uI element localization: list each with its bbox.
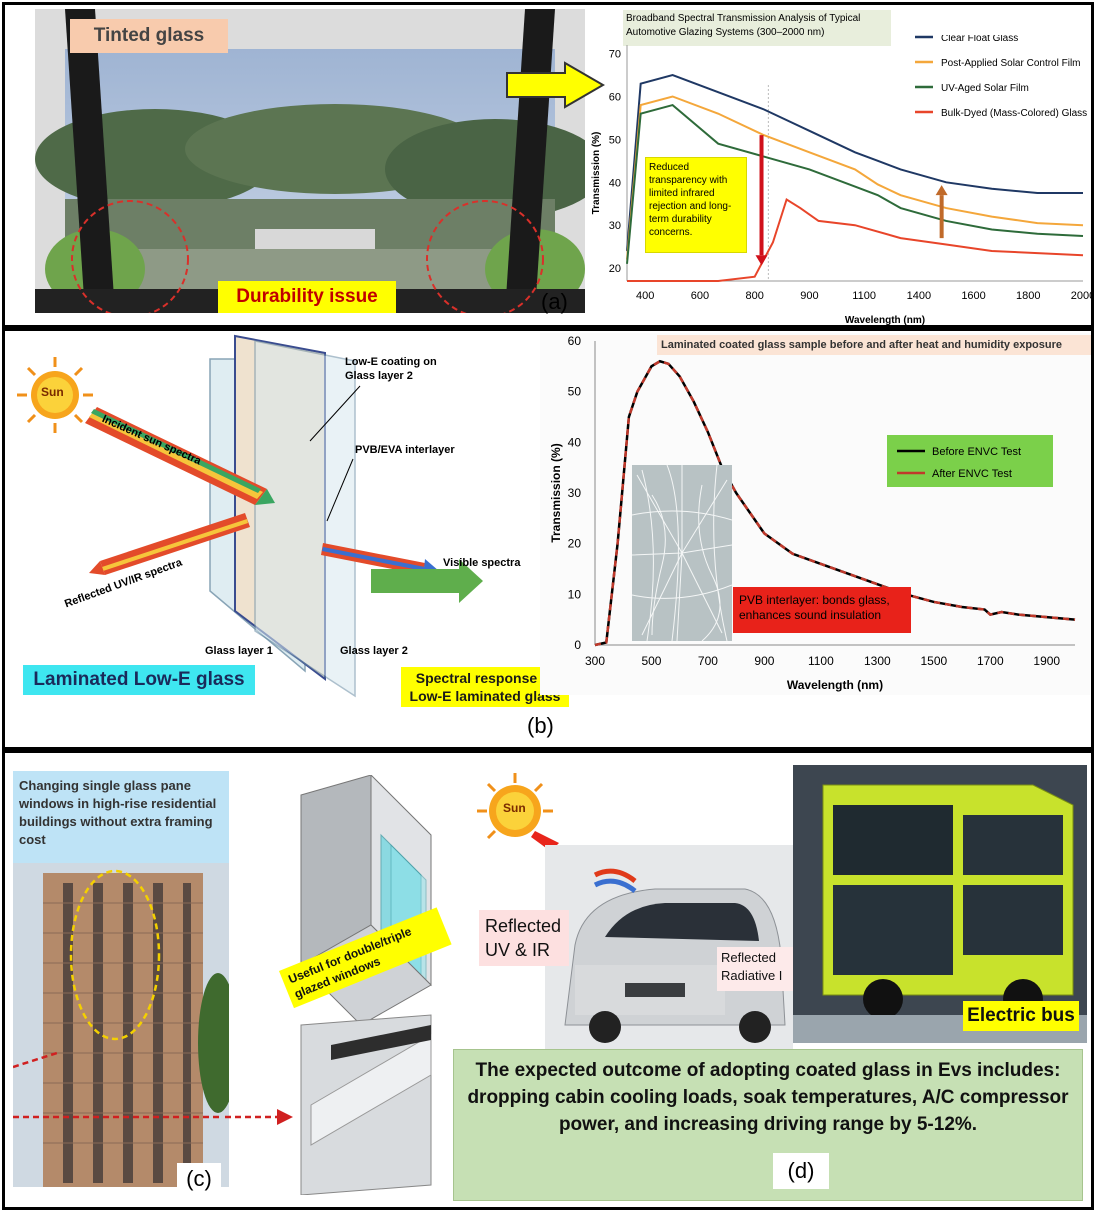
chart-a-y-tick: 50 bbox=[609, 134, 621, 146]
chart-a-orange-arrowhead-icon bbox=[935, 185, 948, 196]
sun-label-d: Sun bbox=[503, 801, 526, 815]
building-note: Changing single glass pane windows in hi… bbox=[13, 771, 229, 863]
chart-b-background bbox=[540, 333, 1090, 695]
chart-b-y-tick: 60 bbox=[568, 334, 582, 348]
chart-b-x-tick: 1900 bbox=[1033, 654, 1060, 668]
panel-d-letter: (d) bbox=[773, 1153, 829, 1189]
red-dashed-arrow-icon bbox=[225, 1109, 293, 1125]
glass-layer-2 bbox=[254, 340, 356, 698]
chart-b-legend-label: After ENVC Test bbox=[932, 468, 1012, 480]
yellow-arrow-icon bbox=[506, 61, 605, 109]
laminated-title: Laminated Low-E glass bbox=[23, 665, 255, 695]
durability-issue-label: Durability issue bbox=[218, 281, 396, 313]
chart-a-legend-label: Clear Float Glass bbox=[941, 35, 1018, 44]
green-arrow-icon bbox=[371, 559, 483, 603]
chart-b-legend-label: Before ENVC Test bbox=[932, 446, 1021, 458]
glass2-label: Glass layer 2 bbox=[340, 645, 408, 657]
panel-b: Sun Incident sun spectra Reflected UV/IR… bbox=[2, 328, 1094, 750]
chart-a-x-label: Wavelength (nm) bbox=[845, 315, 925, 326]
chart-a-y-tick: 70 bbox=[609, 49, 621, 61]
panel-a: Tinted glass Durability issue (a) Broadb… bbox=[2, 2, 1094, 328]
visible-label: Visible spectra bbox=[443, 557, 521, 569]
chart-b-y-tick: 30 bbox=[568, 486, 582, 500]
high-rise-building-photo bbox=[13, 863, 229, 1187]
chart-a-x-tick: 900 bbox=[800, 290, 818, 302]
pvb-note: PVB interlayer: bonds glass, enhances so… bbox=[733, 587, 911, 633]
interlayer-label: PVB/EVA interlayer bbox=[355, 444, 455, 456]
panel-c-d: Changing single glass pane windows in hi… bbox=[2, 750, 1094, 1210]
laminated-glass-diagram bbox=[17, 334, 483, 698]
outcome-text: The expected outcome of adopting coated … bbox=[467, 1060, 1069, 1135]
chart-a-y-tick: 60 bbox=[609, 91, 621, 103]
chart-a-series-line bbox=[626, 73, 1083, 252]
tinted-glass-scene bbox=[35, 9, 605, 318]
chart-a-y-label: Transmission (%) bbox=[591, 132, 602, 215]
chart-a-legend-label: Bulk-Dyed (Mass-Colored) Glass bbox=[941, 108, 1087, 119]
chart-b-x-tick: 1300 bbox=[864, 654, 891, 668]
sun-label-b: Sun bbox=[41, 385, 64, 399]
chart-a-x-tick: 1600 bbox=[961, 290, 985, 302]
chart-a-legend-label: Post-Applied Solar Control Film bbox=[941, 58, 1081, 69]
chart-b-legend-box bbox=[887, 435, 1053, 487]
tinted-glass-label: Tinted glass bbox=[70, 19, 228, 53]
chart-a-y-tick: 20 bbox=[609, 263, 621, 275]
chart-b-title: Laminated coated glass sample before and… bbox=[657, 335, 1091, 355]
chart-b-y-tick: 20 bbox=[568, 537, 582, 551]
cracked-glass-image bbox=[632, 465, 732, 641]
chart-b-x-label: Wavelength (nm) bbox=[787, 678, 883, 692]
chart-a-x-tick: 800 bbox=[746, 290, 764, 302]
chart-a-x-tick: 600 bbox=[691, 290, 709, 302]
reflected-radiative-label: Reflected Radiative I bbox=[717, 947, 793, 991]
chart-b-x-tick: 1500 bbox=[920, 654, 947, 668]
panel-c-letter: (c) bbox=[177, 1163, 221, 1195]
electric-bus-label: Electric bus bbox=[963, 1001, 1079, 1031]
panel-a-letter: (a) bbox=[541, 289, 568, 314]
chart-a-series-line bbox=[627, 197, 1084, 282]
chart-b-x-tick: 700 bbox=[698, 654, 718, 668]
chart-b-x-tick: 300 bbox=[585, 654, 605, 668]
chart-a-red-arrowhead-icon bbox=[755, 255, 768, 266]
chart-b: 0 10 20 30 40 50 60 300 500 700 900 1100 1300 1500 170… bbox=[540, 333, 1090, 695]
electric-bus-photo bbox=[793, 765, 1087, 1043]
sun-icon-b bbox=[17, 357, 93, 433]
chart-a-series-line bbox=[626, 95, 1084, 260]
chart-b-series-line bbox=[594, 359, 1076, 647]
chart-a-x-tick: 2000 bbox=[1071, 290, 1094, 302]
chart-b-y-tick: 0 bbox=[574, 638, 581, 652]
panel-b-letter: (b) bbox=[527, 713, 554, 738]
chart-a: 20 30 40 50 60 70 400 600 800 900 1100 1400 1600 1800… bbox=[591, 35, 1094, 326]
outcome-box bbox=[453, 1049, 1083, 1201]
glass1-label: Glass layer 1 bbox=[205, 645, 273, 657]
chart-a-y-tick: 30 bbox=[609, 220, 621, 232]
chart-b-x-tick: 1700 bbox=[977, 654, 1004, 668]
chart-b-y-label: Transmission (%) bbox=[549, 443, 563, 542]
chart-a-x-tick: 1400 bbox=[907, 290, 931, 302]
ev-car-photo bbox=[545, 845, 793, 1055]
chart-a-x-tick: 400 bbox=[636, 290, 654, 302]
sun-icon-d bbox=[477, 773, 583, 873]
chart-a-series-line bbox=[626, 103, 1084, 264]
chart-a-title: Broadband Spectral Transmission Analysis… bbox=[623, 10, 891, 46]
chart-a-x-tick: 1100 bbox=[852, 290, 876, 302]
chart-b-y-tick: 40 bbox=[568, 435, 582, 449]
chart-b-x-tick: 1100 bbox=[808, 654, 834, 668]
chart-a-x-tick: 1800 bbox=[1016, 290, 1040, 302]
reflected-uv-ir-label: Reflected UV & IR bbox=[479, 910, 569, 966]
chart-b-y-tick: 50 bbox=[568, 385, 582, 399]
chart-b-x-tick: 900 bbox=[754, 654, 774, 668]
chart-a-y-tick: 40 bbox=[609, 177, 621, 189]
chart-b-y-tick: 10 bbox=[568, 587, 582, 601]
coating-label: Low-E coating on Glass layer 2 bbox=[345, 356, 437, 382]
tinted-glass-photo bbox=[35, 9, 605, 318]
chart-b-x-tick: 500 bbox=[641, 654, 661, 668]
chart-a-annotation: Reduced transparency with limited infrar… bbox=[645, 157, 747, 253]
chart-a-legend-label: UV-Aged Solar Film bbox=[941, 83, 1029, 94]
